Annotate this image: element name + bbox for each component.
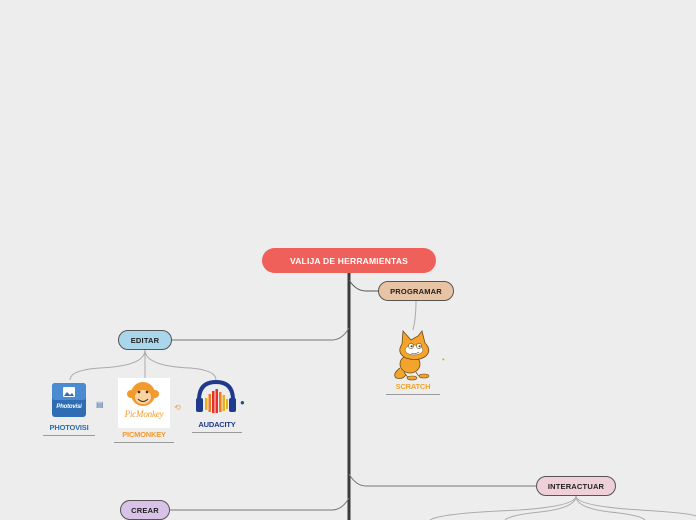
scratch-cat-icon bbox=[394, 330, 430, 381]
scratch-label[interactable]: SCRATCH bbox=[395, 382, 431, 391]
photovisi-logo-text: Photovisi bbox=[56, 404, 82, 410]
scratch-underline bbox=[386, 394, 440, 395]
connector-interactuar-child-4 bbox=[575, 495, 696, 517]
connector-scratch bbox=[412, 300, 417, 331]
branch-programar[interactable]: PROGRAMAR bbox=[378, 281, 454, 301]
connector-crear bbox=[170, 497, 350, 511]
audacity-logo bbox=[196, 379, 236, 413]
branch-editar[interactable]: EDITAR bbox=[118, 330, 172, 350]
audacity-underline bbox=[192, 432, 242, 433]
branch-crear[interactable]: CREAR bbox=[120, 500, 170, 520]
picmonkey-logo-text: PicMonkey bbox=[124, 409, 164, 419]
photovisi-label[interactable]: PHOTOVISI bbox=[49, 423, 89, 432]
connector-interactuar-child-2 bbox=[504, 495, 577, 520]
central-topic[interactable]: VALIJA DE HERRAMIENTAS bbox=[262, 248, 436, 273]
connector-interactuar-child-3 bbox=[575, 495, 646, 520]
picmonkey-logo bbox=[118, 378, 170, 428]
picmonkey-attachment-icon[interactable]: ⟲ bbox=[174, 403, 181, 412]
connector-programar bbox=[348, 279, 378, 292]
audacity-globe-icon[interactable]: ● bbox=[240, 398, 245, 407]
connector-interactuar-child-1 bbox=[429, 495, 577, 520]
picmonkey-label[interactable]: PICMONKEY bbox=[122, 430, 166, 439]
photovisi-logo bbox=[52, 383, 86, 417]
connector-photovisi bbox=[69, 349, 146, 381]
photovisi-attachment-icon[interactable]: ▤ bbox=[96, 400, 104, 409]
photovisi-underline bbox=[43, 435, 95, 436]
scratch-attachment-icon[interactable]: • bbox=[442, 355, 445, 364]
connector-interactuar bbox=[348, 473, 536, 487]
connector-audacity bbox=[144, 349, 217, 381]
connector-editar bbox=[172, 327, 350, 341]
branch-interactuar[interactable]: INTERACTUAR bbox=[536, 476, 616, 496]
audacity-label[interactable]: AUDACITY bbox=[198, 420, 236, 429]
picmonkey-underline bbox=[114, 442, 174, 443]
